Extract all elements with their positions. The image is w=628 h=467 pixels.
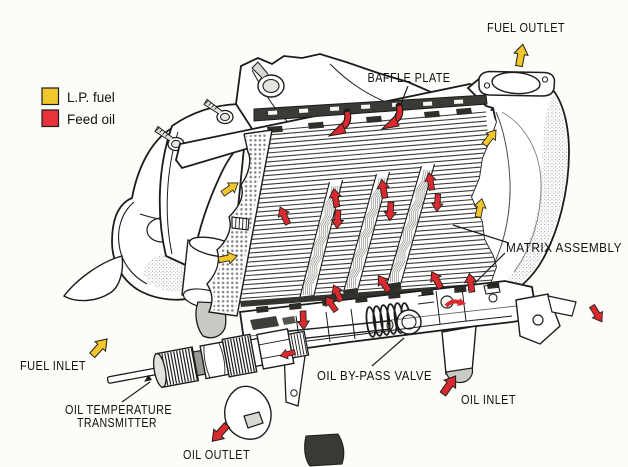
- svg-text:Feed oil: Feed oil: [67, 112, 115, 127]
- svg-text:TRANSMITTER: TRANSMITTER: [77, 415, 157, 430]
- svg-text:OIL INLET: OIL INLET: [461, 392, 516, 407]
- svg-text:MATRIX ASSEMBLY: MATRIX ASSEMBLY: [506, 240, 622, 255]
- svg-text:L.P. fuel: L.P. fuel: [67, 90, 115, 105]
- svg-text:FUEL INLET: FUEL INLET: [20, 358, 86, 373]
- svg-text:OIL TEMPERATURE: OIL TEMPERATURE: [65, 402, 172, 417]
- svg-text:OIL OUTLET: OIL OUTLET: [183, 447, 250, 462]
- svg-text:BAFFLE PLATE: BAFFLE PLATE: [368, 70, 451, 85]
- svg-text:FUEL OUTLET: FUEL OUTLET: [487, 20, 565, 35]
- svg-text:OIL BY-PASS VALVE: OIL BY-PASS VALVE: [317, 368, 432, 383]
